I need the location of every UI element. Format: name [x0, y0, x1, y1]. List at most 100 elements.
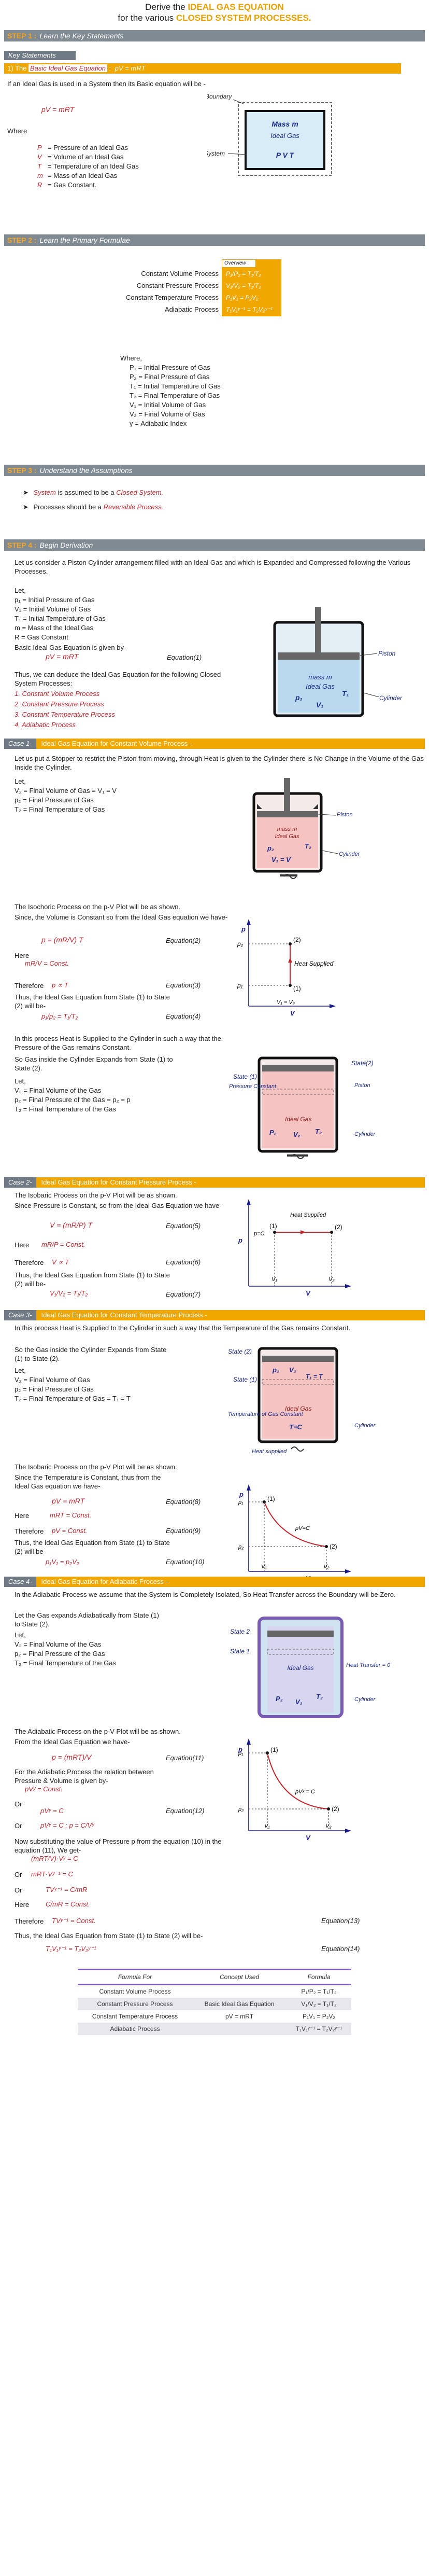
axis-p: p	[238, 1236, 242, 1244]
formula-def: P₁ = Initial Pressure of Gas	[130, 364, 210, 371]
axis-p: p	[239, 1491, 244, 1498]
pointer	[363, 692, 380, 698]
axis-v: V	[306, 1289, 311, 1297]
piston-initial	[262, 1089, 334, 1095]
summary-header-concept: Concept Used	[192, 1969, 287, 1985]
pv-plot-adiabatic: p V (1) (2) pVʸ = C p₁ p₂ V₁ V₂	[238, 1738, 351, 1841]
eq8: pV = mRT	[52, 1497, 85, 1505]
summary-table: Formula For Concept Used Formula Constan…	[78, 1969, 351, 2035]
cyl4-s2: State (2)	[228, 1348, 252, 1355]
state-1-point	[273, 1231, 276, 1234]
title-highlight-1: IDEAL GAS EQUATION	[188, 2, 284, 12]
tick-v2: V₂	[323, 1564, 330, 1570]
ks-eq: pV = mRT	[115, 64, 146, 72]
cyl3-s2: State(2)	[351, 1060, 374, 1067]
let-label: Let,	[15, 777, 26, 785]
step-2-bar: STEP 2 :Learn the Primary Formulae	[4, 234, 425, 246]
cyl5-p2: P₂	[276, 1695, 283, 1703]
sub1: (mRT/V)·Vʸ = C	[31, 1855, 78, 1862]
case-3-bar: Case 3-Ideal Gas Equation for Constant T…	[4, 1310, 425, 1320]
ks-num: 1)	[7, 64, 13, 72]
or-label-3: Or	[15, 1871, 22, 1878]
case4-iso: The Adiabatic Process on the p-V Plot wi…	[15, 1728, 181, 1735]
formulae-box	[222, 259, 281, 316]
case1-iso: The Isochoric Process on the p-V Plot wi…	[15, 903, 181, 911]
piston	[262, 1065, 334, 1071]
cyl1-p1: p₁	[295, 693, 303, 702]
formula-expr: T₁V₁ʸ⁻¹ = T₂V₂ʸ⁻¹	[226, 306, 273, 313]
cyl3-piston-label: Piston	[354, 1082, 370, 1089]
therefore-label: Therefore	[15, 1527, 44, 1535]
derivation-intro: Let us consider a Piston Cylinder arrang…	[15, 559, 411, 575]
key-statements-bar: Key Statements	[4, 51, 76, 60]
summary-row: Adiabatic Process T₁V₁ʸ⁻¹ = T₂V₂ʸ⁻¹	[78, 2023, 351, 2035]
cyl4-s1: State (1)	[233, 1376, 257, 1383]
cyl2-cylinder-label: Cylinder	[339, 851, 361, 857]
box-mass: Mass m	[271, 120, 298, 128]
state-2-point	[327, 1807, 330, 1811]
definition-row: T= Temperature of an Ideal Gas	[37, 162, 139, 171]
process-arrow	[288, 957, 292, 963]
processes-item: 1. Constant Volume Process	[15, 690, 100, 698]
cyl4-tc: T=C	[289, 1423, 303, 1431]
case2-since: Since Pressure is Constant, so from the …	[15, 1202, 222, 1209]
cyl5-s1: State 1	[230, 1648, 250, 1655]
case3-defs-item: p₂ = Final Pressure of Gas	[15, 1385, 94, 1393]
piston-rod	[284, 778, 290, 812]
eq10: p₁V₁ = p₂V₂	[46, 1558, 79, 1566]
pv-plot-isochoric: p V p₂ p₁ (2) (1) Heat Supplied V₁ = V₂	[237, 919, 336, 1017]
definition-text: = Mass of an Ideal Gas	[48, 172, 118, 179]
assumption-item: ➤ Processes should be a Reversible Proce…	[23, 500, 163, 514]
definition-text: = Pressure of an Ideal Gas	[48, 144, 128, 151]
cyl4-tc-label: Temperature of Gas Constant	[228, 1411, 303, 1417]
let-label: Let,	[15, 587, 26, 594]
pointer	[360, 653, 378, 656]
eq3-label: Equation(3)	[166, 981, 201, 989]
label-state1: (1)	[293, 985, 301, 992]
definition-symbol: P	[37, 144, 42, 151]
summary-formula: T₁V₁ʸ⁻¹ = T₂V₂ʸ⁻¹	[287, 2023, 351, 2035]
case1b-exp: So Gas inside the Cylinder Expands from …	[15, 1055, 173, 1072]
system-boundary-diagram: Mass m Ideal Gas P V T Boundary System	[207, 93, 332, 176]
eq13: TVʸ⁻¹ = Const.	[52, 1917, 96, 1925]
x-arrow	[345, 1569, 351, 1574]
tick-v1: V₁	[261, 1564, 267, 1570]
state-2-point	[289, 942, 292, 945]
eq4: p₁/p₂ = T₁/T₂	[41, 1012, 78, 1020]
case3-thus: Thus, the Ideal Gas Equation from State …	[15, 1539, 170, 1555]
case4-from: From the Ideal Gas Equation we have-	[15, 1738, 130, 1746]
x-arrow	[345, 1284, 351, 1288]
summary-name: Adiabatic Process	[78, 2023, 192, 2035]
letdefs-item: T₁ = Initial Temperature of Gas	[15, 615, 106, 622]
eq1: pV = mRT	[46, 652, 79, 661]
eq6-label: Equation(6)	[166, 1258, 201, 1266]
cyl4-p2: p₂	[272, 1366, 279, 1374]
definition-row: P = Pressure of an Ideal Gas	[37, 143, 139, 152]
case4-thus: Thus, the Ideal Gas Equation from State …	[15, 1932, 203, 1940]
eq10-label: Equation(10)	[166, 1558, 205, 1566]
summary-formula: P₁V₁ = P₂V₂	[302, 2013, 336, 2020]
cyl1-piston-label: Piston	[378, 650, 396, 657]
eq-basic: pV = mRT	[41, 105, 75, 114]
summary-name: Constant Pressure Process	[78, 1998, 192, 2010]
page-title: Derive the IDEAL GAS EQUATION	[0, 2, 429, 12]
piston	[267, 1631, 334, 1637]
cyl1-mass: mass m	[308, 673, 332, 681]
axis-p: p	[238, 1746, 242, 1753]
formula-expr: P₁V₁ = P₂V₂	[226, 294, 259, 301]
cyl3-ideal: Ideal Gas	[285, 1116, 311, 1123]
cyl1-cylinder-label: Cylinder	[379, 694, 403, 702]
piston-cylinder-diagram-1: mass m Ideal Gas p₁ V₁ T₁ Piston Cylinde…	[273, 607, 403, 717]
case1b-defs-item: p₂ = Final Pressure of the Gas = p₂ = p	[15, 1096, 131, 1104]
step-text: Begin Derivation	[39, 541, 93, 549]
case-num: Case 2-	[4, 1177, 36, 1188]
stopper-left	[257, 804, 262, 809]
